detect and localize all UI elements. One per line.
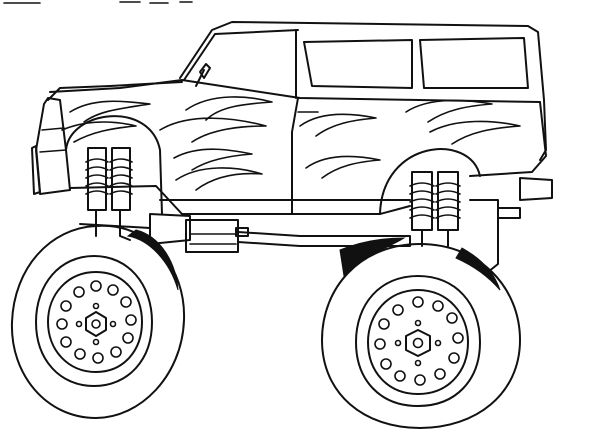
scan-marks bbox=[3, 1, 193, 4]
flame-decals bbox=[61, 96, 521, 191]
chassis-frame bbox=[149, 199, 521, 273]
front-wheel-hub bbox=[75, 302, 117, 346]
antenna bbox=[195, 63, 211, 87]
front-wheel-lugs bbox=[56, 280, 137, 364]
truck-body bbox=[31, 21, 553, 215]
rear-wheel-lugs bbox=[374, 296, 464, 386]
front-wheel bbox=[10, 224, 186, 419]
rear-wheel-hub bbox=[394, 319, 442, 367]
rear-shocks bbox=[409, 171, 461, 247]
truck-windows bbox=[303, 37, 529, 89]
rear-wheel bbox=[321, 237, 521, 429]
